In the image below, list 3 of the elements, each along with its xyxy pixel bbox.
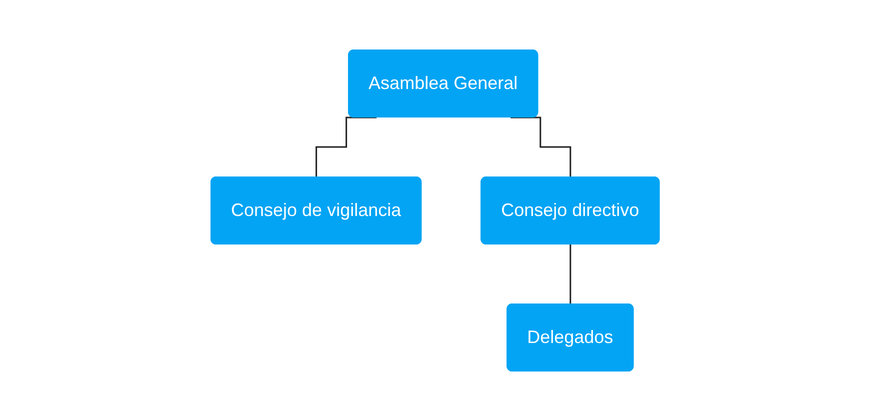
connector	[315, 116, 376, 178]
connector	[570, 243, 572, 305]
connector	[510, 116, 572, 178]
